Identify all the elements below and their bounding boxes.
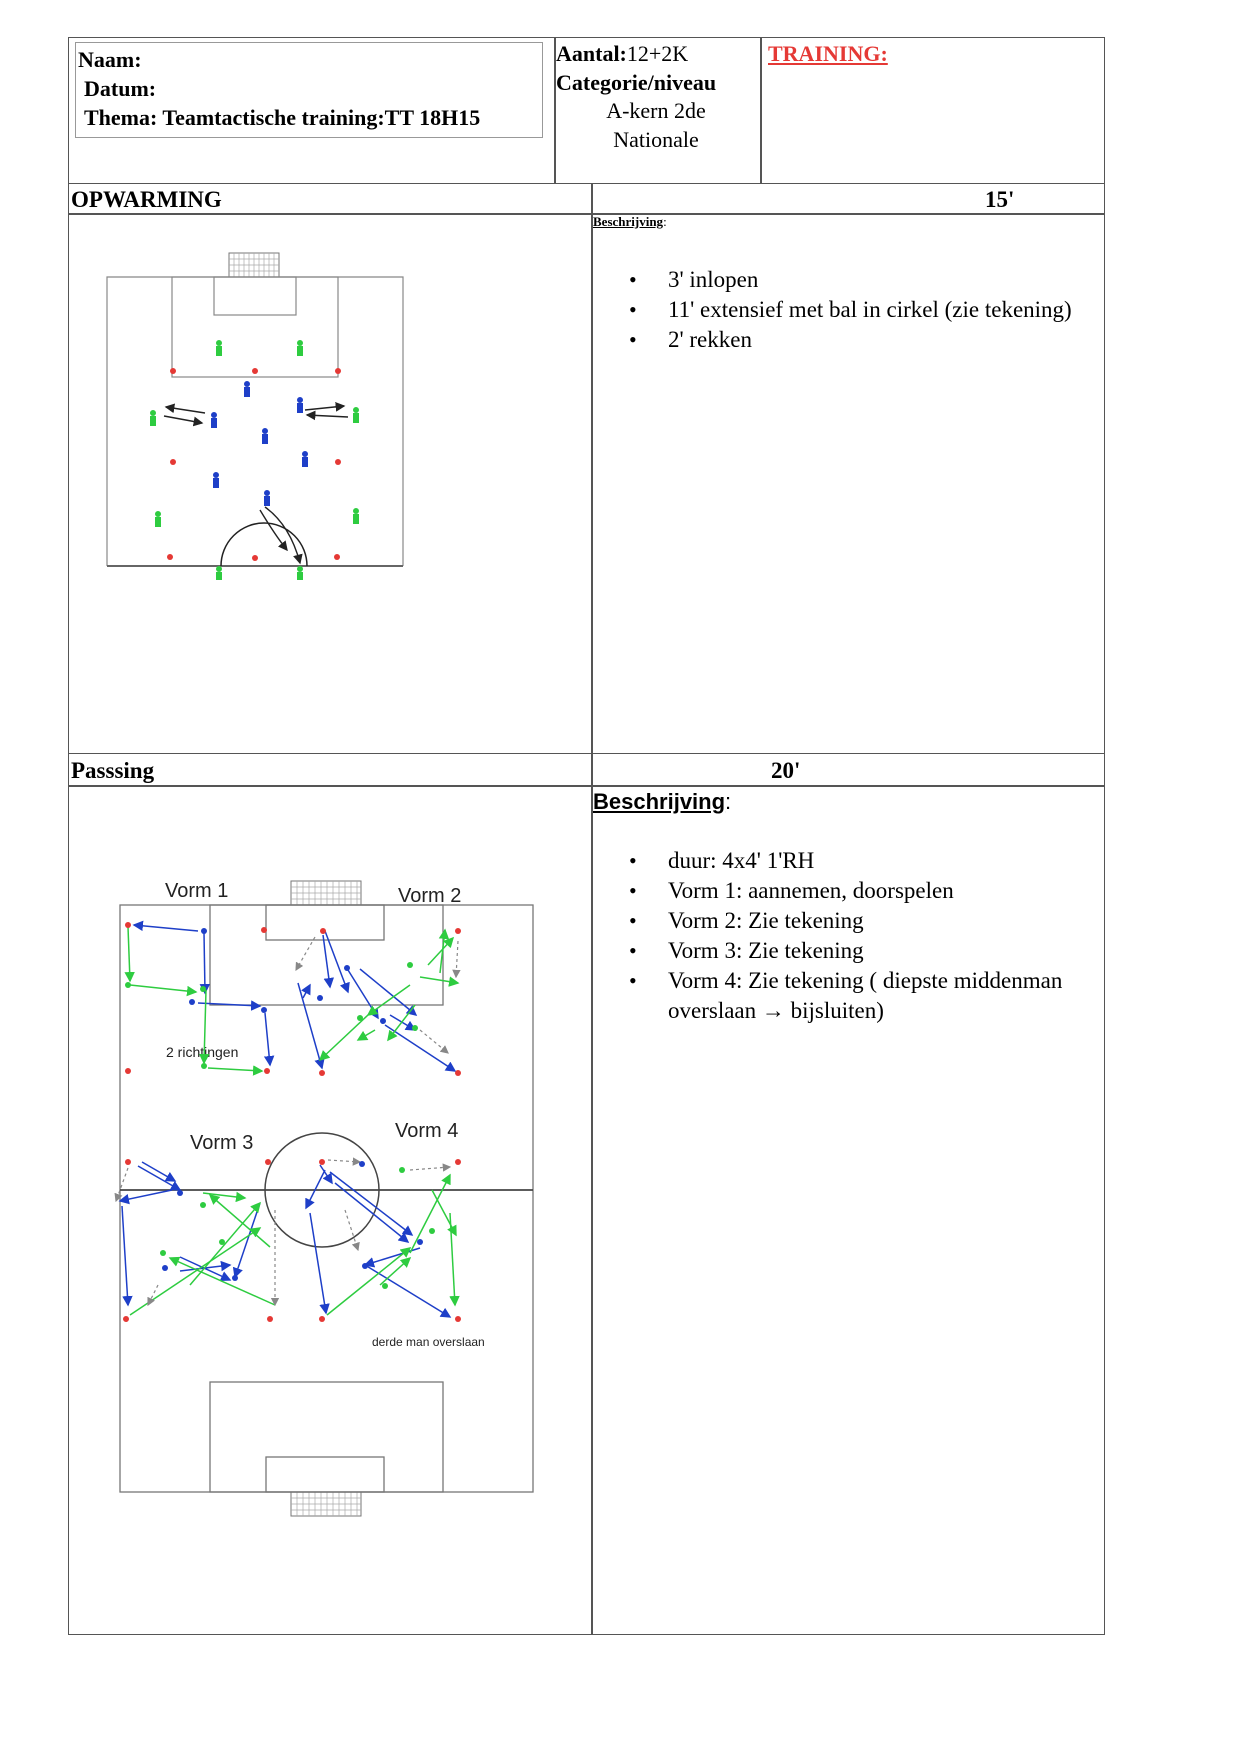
passing-duration: 20'	[771, 758, 801, 783]
passing-section	[68, 753, 1105, 1635]
passing-description-label: Beschrijving:	[593, 789, 732, 814]
bottom-goal-net	[290, 1491, 362, 1517]
categorie-label: Categorie/niveau	[556, 70, 717, 95]
thema-label: Thema: Teamtactische training:TT 18H15	[84, 105, 481, 130]
categorie-value-1: A-kern 2de	[606, 98, 706, 123]
aantal-label: Aantal:	[556, 41, 627, 66]
passing-col-divider	[591, 753, 593, 1635]
pitch-lines	[119, 904, 534, 1493]
opwarming-title: OPWARMING	[71, 187, 222, 212]
training-label: TRAINING:	[768, 41, 888, 66]
goal-area	[213, 276, 297, 316]
categorie-value-2: Nationale	[613, 127, 699, 152]
header-divider-1	[554, 37, 556, 184]
cones	[167, 368, 341, 561]
list-item: duur: 4x4' 1'RH	[593, 846, 1073, 876]
header-divider-2	[760, 37, 762, 184]
vorm4-label: Vorm 4	[395, 1120, 458, 1142]
vorm2-label: Vorm 2	[398, 885, 461, 907]
passing-diagram: Vorm 1 Vorm 2 2 richtingen Vorm 3 Vorm 4…	[114, 880, 534, 1517]
naam-label: Naam:	[78, 47, 142, 72]
vorm4-drill	[305, 1157, 461, 1322]
center-arc	[220, 522, 308, 567]
datum-label: Datum:	[84, 76, 157, 101]
vorm1-label: Vorm 1	[165, 880, 228, 902]
list-item: Vorm 4: Zie tekening ( diepste middenman…	[593, 966, 1073, 1026]
name-box	[75, 42, 543, 138]
opwarming-description-label: Beschrijving:	[593, 214, 667, 229]
vorm3-drill	[114, 1159, 280, 1322]
richtingen-label: 2 richtingen	[166, 1044, 238, 1060]
passing-title-divider	[68, 785, 1105, 787]
center-circle	[264, 1132, 380, 1248]
green-players	[150, 340, 359, 580]
list-item: Vorm 1: aannemen, doorspelen	[593, 876, 1073, 906]
blue-players	[211, 381, 308, 506]
opwarming-title-divider	[68, 213, 1105, 215]
list-item: 11' extensief met bal in cirkel (zie tek…	[593, 295, 1073, 325]
top-goal-net	[290, 880, 362, 906]
goal-net	[228, 252, 280, 278]
passing-list: duur: 4x4' 1'RH Vorm 1: aannemen, doorsp…	[593, 846, 1073, 1026]
penalty-box	[171, 276, 339, 378]
vorm3-label: Vorm 3	[190, 1132, 253, 1154]
list-item: 2' rekken	[593, 325, 1073, 355]
derde-man-label: derde man overslaan	[372, 1335, 485, 1349]
opwarming-duration: 15'	[985, 187, 1015, 212]
opwarming-list: 3' inlopen 11' extensief met bal in cirk…	[593, 265, 1073, 355]
list-item: Vorm 3: Zie tekening	[593, 936, 1073, 966]
list-item: 3' inlopen	[593, 265, 1073, 295]
opwarming-col-divider	[591, 183, 593, 754]
aantal-value: 12+2K	[626, 41, 689, 66]
vorm1-drill	[124, 920, 275, 1076]
aantal-line: Aantal:12+2K	[556, 40, 688, 68]
passing-title: Passsing	[71, 758, 155, 783]
vorm2-drill	[295, 928, 461, 1076]
warmup-diagram	[106, 252, 404, 580]
list-item: Vorm 2: Zie tekening	[593, 906, 1073, 936]
warmup-arrows	[163, 401, 349, 565]
